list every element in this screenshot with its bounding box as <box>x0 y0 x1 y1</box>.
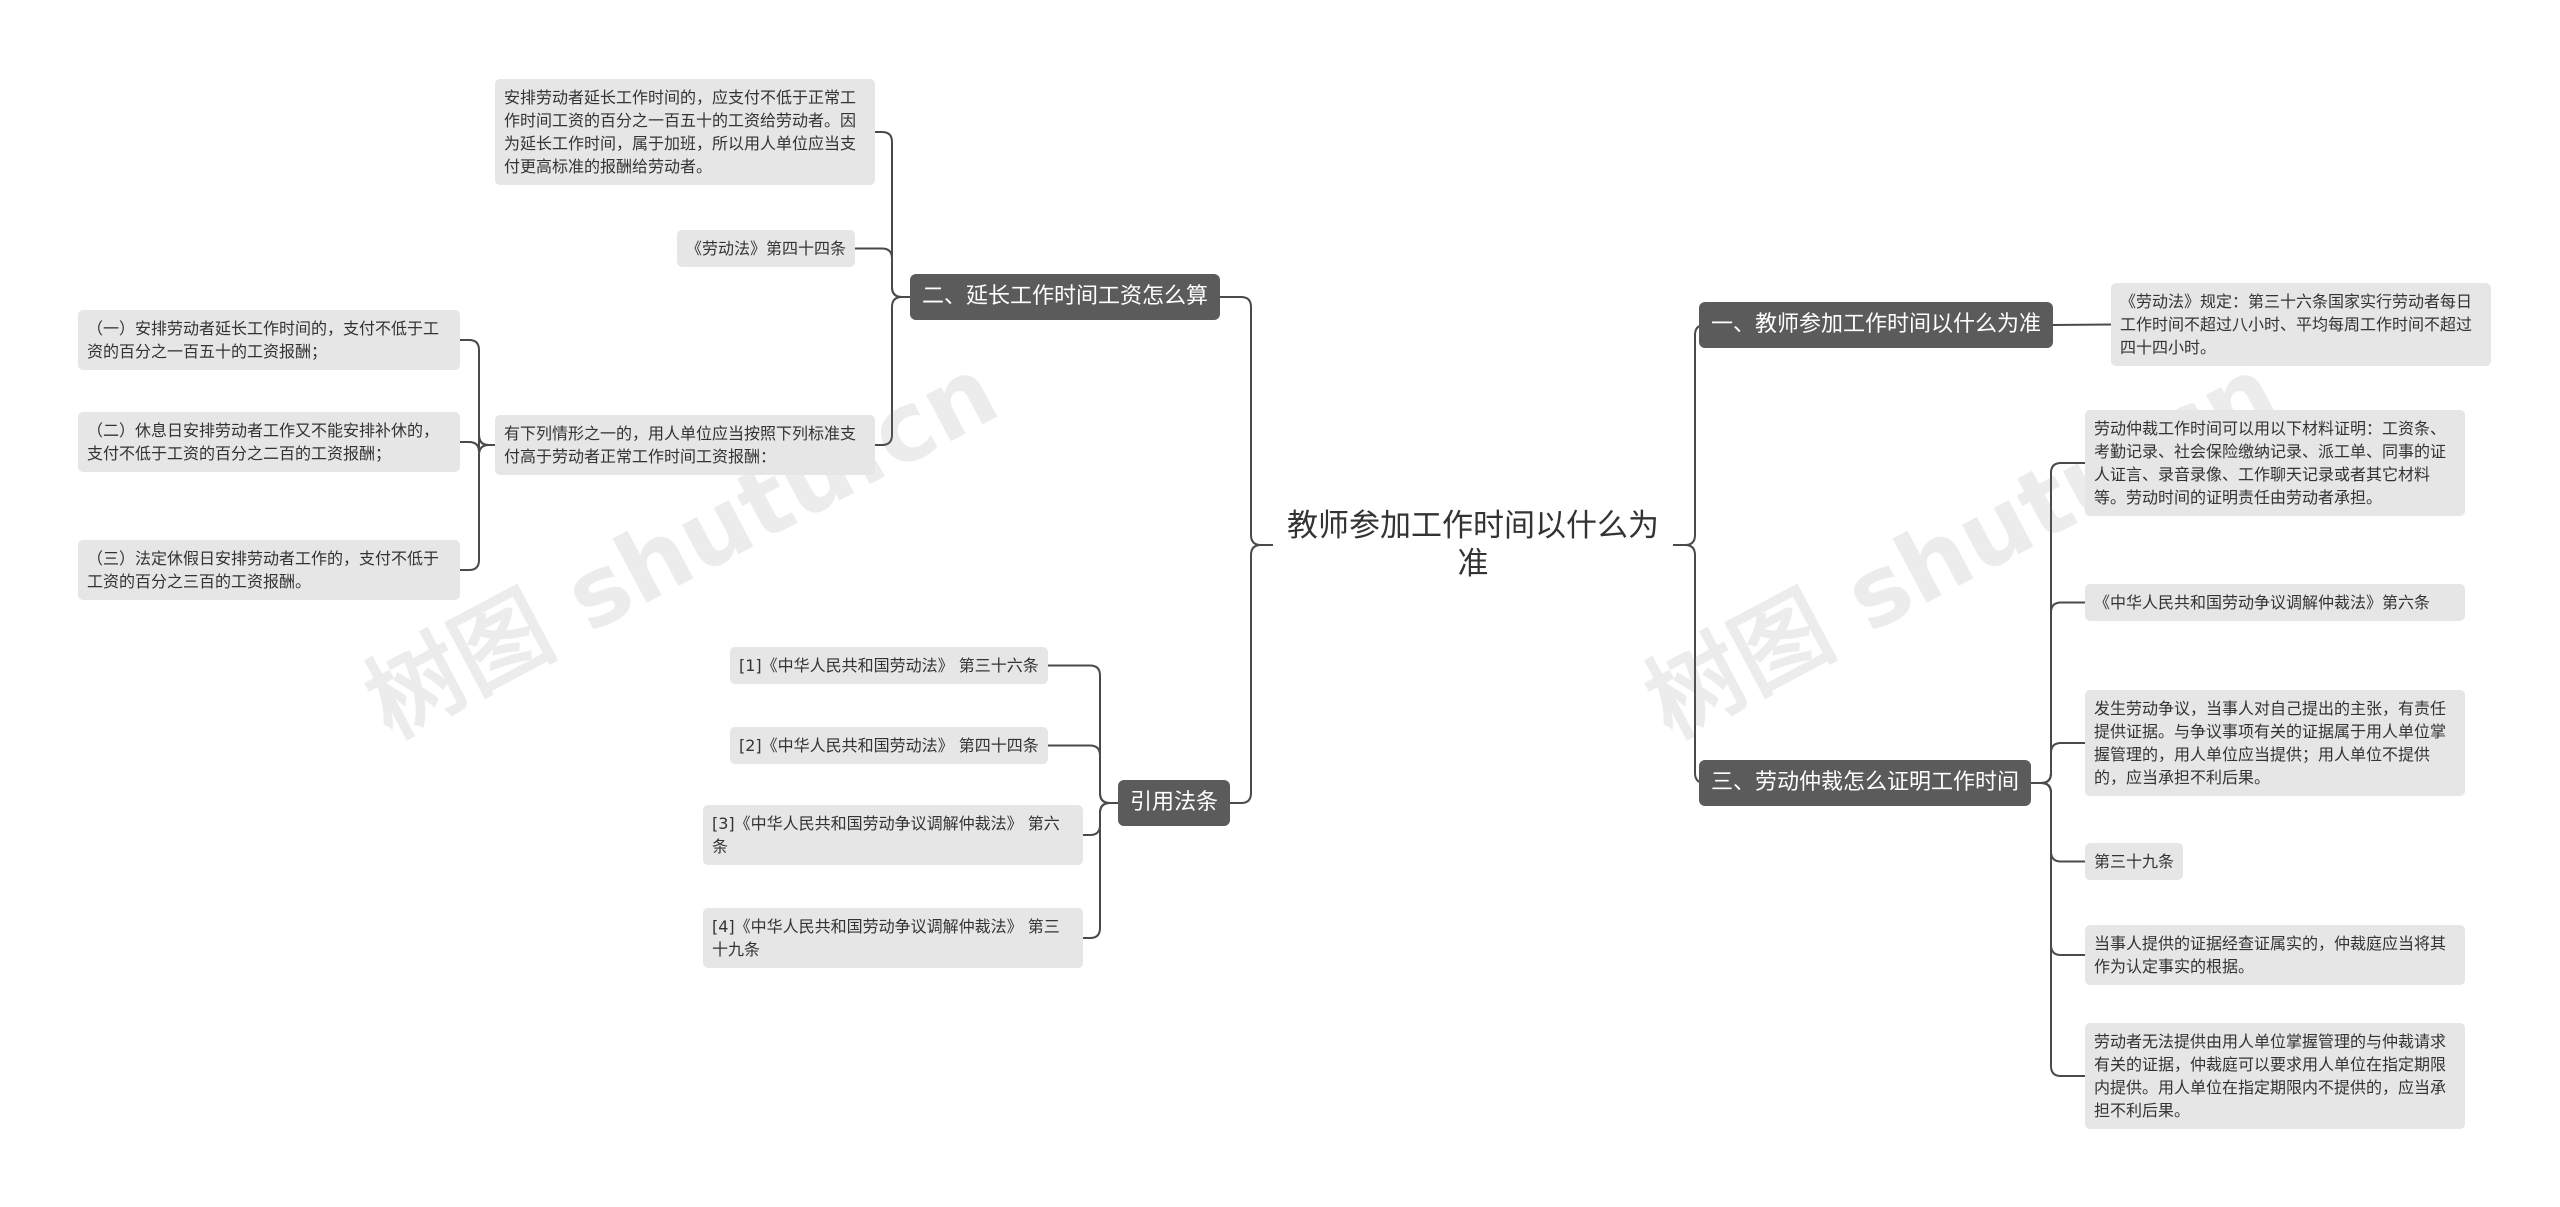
connector-b2 <box>1220 296 1273 546</box>
leaf-overtime-150-percent[interactable]: 安排劳动者延长工作时间的，应支付不低于正常工作时间工资的百分之一百五十的工资给劳… <box>495 79 875 185</box>
connector-b2_3_2 <box>460 434 495 453</box>
connector-b3_5 <box>2031 782 2085 956</box>
leaf-labor-law-article-44[interactable]: 《劳动法》第四十四条 <box>677 230 856 267</box>
branch-working-time-standard[interactable]: 一、教师参加工作时间以什么为准 <box>1699 302 2054 348</box>
branch-cited-laws[interactable]: 引用法条 <box>1118 780 1231 826</box>
connector-b3_3 <box>2031 742 2085 784</box>
connector-b4_1 <box>1048 664 1118 804</box>
connector-b1_1 <box>2052 323 2112 326</box>
leaf-labor-law-article-36[interactable]: 《劳动法》规定：第三十六条国家实行劳动者每日工作时间不超过八小时、平均每周工作时… <box>2111 283 2491 366</box>
leaf-employer-evidence[interactable]: 劳动者无法提供由用人单位掌握管理的与仲裁请求有关的证据，仲裁庭可以要求用人单位在… <box>2085 1023 2465 1129</box>
leaf-condition-2[interactable]: （二）休息日安排劳动者工作又不能安排补休的，支付不低于工资的百分之二百的工资报酬… <box>78 412 460 472</box>
leaf-proof-materials[interactable]: 劳动仲裁工作时间可以用以下材料证明：工资条、考勤记录、社会保险缴纳记录、派工单、… <box>2085 410 2465 516</box>
connector-b4_2 <box>1048 744 1118 804</box>
leaf-condition-1[interactable]: （一）安排劳动者延长工作时间的，支付不低于工资的百分之一百五十的工资报酬； <box>78 310 460 370</box>
connector-b4_4 <box>1083 802 1118 939</box>
connector-b4 <box>1230 544 1273 804</box>
branch-arbitration-proof[interactable]: 三、劳动仲裁怎么证明工作时间 <box>1699 760 2032 806</box>
root-topic[interactable]: 教师参加工作时间以什么为准 <box>1287 508 1659 582</box>
connector-b3_4 <box>2031 782 2085 863</box>
connector-b2_2 <box>855 247 910 298</box>
leaf-condition-3[interactable]: （三）法定休假日安排劳动者工作的，支付不低于工资的百分之三百的工资报酬。 <box>78 540 460 600</box>
connector-b3 <box>1673 544 1706 784</box>
leaf-citation-2[interactable]: [2]《中华人民共和国劳动法》 第四十四条 <box>730 727 1048 764</box>
connector-b3_2 <box>2031 601 2085 784</box>
leaf-pay-conditions[interactable]: 有下列情形之一的，用人单位应当按照下列标准支付高于劳动者正常工作时间工资报酬： <box>495 415 875 475</box>
leaf-burden-of-proof[interactable]: 发生劳动争议，当事人对自己提出的主张，有责任提供证据。与争议事项有关的证据属于用… <box>2085 690 2465 796</box>
branch-overtime-pay[interactable]: 二、延长工作时间工资怎么算 <box>910 274 1221 320</box>
leaf-article-39[interactable]: 第三十九条 <box>2085 843 2184 880</box>
connector-b2_3_1 <box>460 339 495 446</box>
leaf-citation-3[interactable]: [3]《中华人民共和国劳动争议调解仲裁法》 第六条 <box>703 805 1083 865</box>
leaf-citation-4[interactable]: [4]《中华人民共和国劳动争议调解仲裁法》 第三十九条 <box>703 908 1083 968</box>
connector-b3_1 <box>2031 462 2085 784</box>
leaf-citation-1[interactable]: [1]《中华人民共和国劳动法》 第三十六条 <box>730 647 1048 684</box>
connector-b3_6 <box>2031 782 2085 1077</box>
leaf-arbitration-law-article-6[interactable]: 《中华人民共和国劳动争议调解仲裁法》第六条 <box>2085 584 2465 621</box>
connector-b2_3_3 <box>460 444 495 571</box>
connector-b1 <box>1673 324 1706 546</box>
connector-b2_3 <box>875 296 910 446</box>
leaf-verified-evidence[interactable]: 当事人提供的证据经查证属实的，仲裁庭应当将其作为认定事实的根据。 <box>2085 925 2465 985</box>
